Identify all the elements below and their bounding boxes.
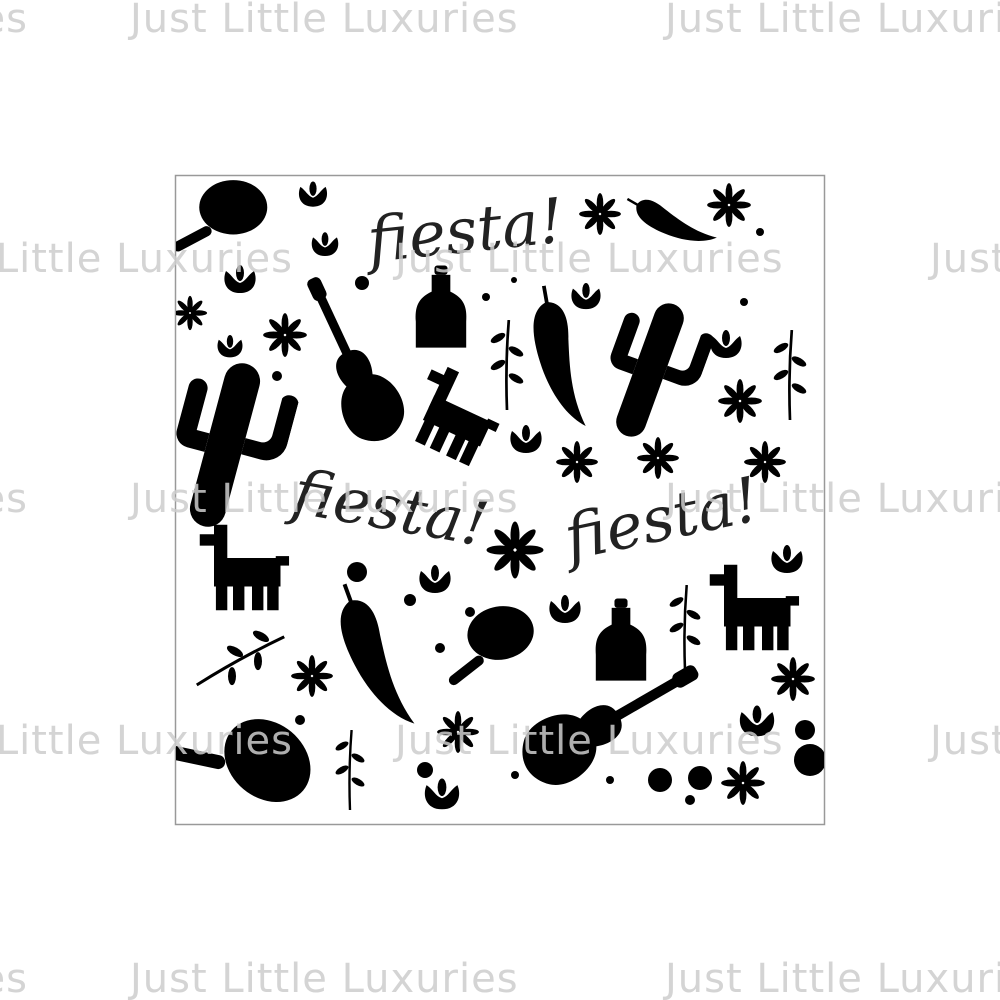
watermark-text: Just Little Luxuries (927, 718, 1000, 764)
watermark-text: Just Little Luxuries (127, 956, 519, 1000)
watermark-text: Just Little Luxuries (662, 476, 1000, 522)
watermark-text: Just Little Luxuries (0, 718, 293, 764)
watermark-row: Just Little Luxuries Just Little Luxurie… (0, 956, 1000, 1000)
watermark-row: Just Little Luxuries Just Little Luxurie… (0, 236, 1000, 282)
watermark-text: Just Little Luxuries (0, 0, 28, 42)
watermark-text: Just Little Luxuries (927, 236, 1000, 282)
watermark-text: Just Little Luxuries (0, 236, 293, 282)
watermark-text: Just Little Luxuries (0, 956, 28, 1000)
watermark-text: Just Little Luxuries (662, 0, 1000, 42)
watermark-text: Just Little Luxuries (392, 236, 784, 282)
watermark-text: Just Little Luxuries (392, 718, 784, 764)
stencil-border (174, 174, 826, 826)
watermark-row: Just Little Luxuries Just Little Luxurie… (0, 718, 1000, 764)
watermark-text: Just Little Luxuries (127, 0, 519, 42)
watermark-row: Just Little Luxuries Just Little Luxurie… (0, 0, 1000, 42)
watermark-text: Just Little Luxuries (127, 476, 519, 522)
watermark-row: Just Little Luxuries Just Little Luxurie… (0, 476, 1000, 522)
watermark-text: Just Little Luxuries (662, 956, 1000, 1000)
watermark-text: Just Little Luxuries (0, 476, 28, 522)
dot-icon (272, 228, 824, 805)
